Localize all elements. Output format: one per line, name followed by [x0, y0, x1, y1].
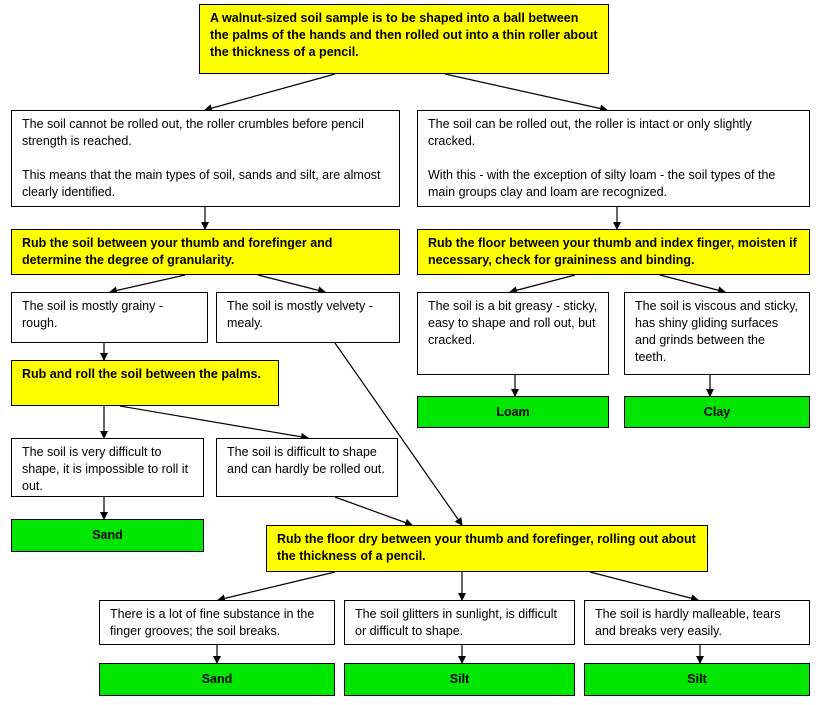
right-result-line2: With this - with the exception of silty … — [428, 168, 776, 199]
arrow-graininess-to-viscous — [659, 274, 726, 295]
viscous-box: The soil is viscous and sticky, has shin… — [624, 292, 810, 375]
arrow-granularity-to-grainy — [109, 274, 186, 295]
arrow-dry-to-fine — [217, 571, 336, 603]
left-result-box: The soil cannot be rolled out, the rolle… — [11, 110, 400, 207]
arrow-start-to-left — [204, 73, 336, 112]
silt-result-1: Silt — [344, 663, 575, 696]
arrow-graininess-to-greasy — [509, 274, 576, 295]
loam-result: Loam — [417, 396, 609, 428]
arrow-dry-to-malleable — [589, 571, 699, 603]
left-result-line1: The soil cannot be rolled out, the rolle… — [22, 117, 364, 148]
hardly-malleable-box: The soil is hardly malleable, tears and … — [584, 600, 810, 645]
fine-substance-box: There is a lot of fine substance in the … — [99, 600, 335, 645]
left-result-line2: This means that the main types of soil, … — [22, 168, 381, 199]
greasy-box: The soil is a bit greasy - sticky, easy … — [417, 292, 609, 375]
step-granularity: Rub the soil between your thumb and fore… — [11, 229, 400, 275]
silt-result-2: Silt — [584, 663, 810, 696]
arrow-velvety-to-dry — [334, 342, 463, 526]
clay-result: Clay — [624, 396, 810, 428]
arrow-granularity-to-velvety — [257, 274, 326, 295]
step-dry: Rub the floor dry between your thumb and… — [266, 525, 708, 572]
sand-result-1: Sand — [11, 519, 204, 552]
arrow-start-to-right — [444, 73, 608, 113]
arrow-palms-to-difficult — [119, 405, 309, 441]
velvety-box: The soil is mostly velvety - mealy. — [216, 292, 400, 343]
right-result-box: The soil can be rolled out, the roller i… — [417, 110, 810, 207]
glitters-box: The soil glitters in sunlight, is diffic… — [344, 600, 575, 645]
start-instruction: A walnut-sized soil sample is to be shap… — [199, 4, 609, 74]
step-graininess: Rub the floor between your thumb and ind… — [417, 229, 810, 275]
sand-result-2: Sand — [99, 663, 335, 696]
right-result-line1: The soil can be rolled out, the roller i… — [428, 117, 752, 148]
difficult-box: The soil is difficult to shape and can h… — [216, 438, 398, 497]
step-palms: Rub and roll the soil between the palms. — [11, 360, 279, 406]
very-difficult-box: The soil is very difficult to shape, it … — [11, 438, 204, 497]
arrow-difficult-to-dry — [334, 496, 413, 527]
grainy-box: The soil is mostly grainy - rough. — [11, 292, 208, 343]
